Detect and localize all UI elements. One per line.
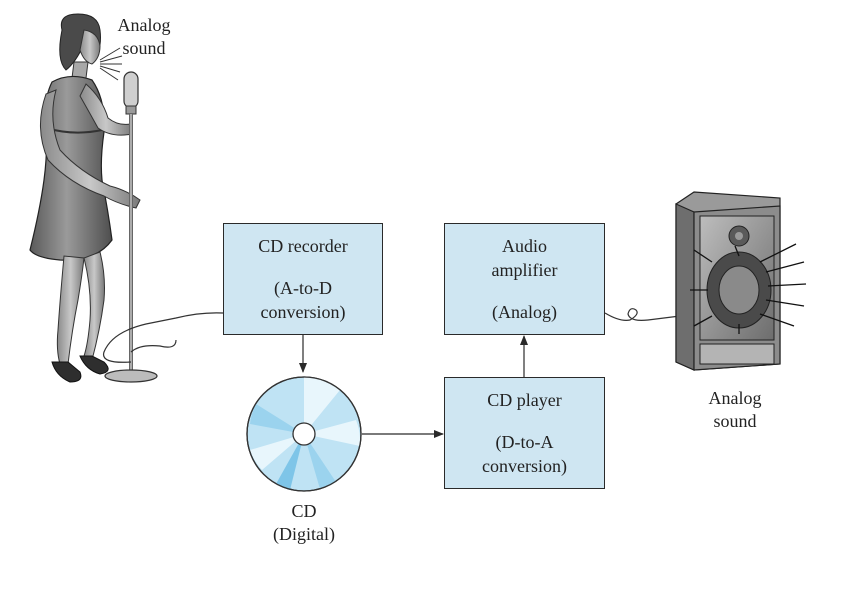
loudspeaker-icon — [675, 191, 807, 371]
cd-player-detail-line1: (D-to-A — [495, 432, 554, 452]
singer-sound-label-line2: sound — [122, 38, 166, 58]
microphone-icon — [104, 71, 158, 383]
cd-player-detail-line2: conversion) — [482, 456, 567, 476]
cd-recorder-detail-line2: conversion) — [260, 302, 346, 322]
cd-recorder-detail-line1: (A-to-D — [274, 278, 332, 298]
speaker-cable — [604, 308, 681, 321]
cd-label-line2: (Digital) — [273, 524, 335, 544]
speaker-sound-label: Analog sound — [695, 387, 775, 433]
cd-recorder-block: CD recorder (A-to-D conversion) — [223, 223, 383, 335]
singer-sound-label: Analog sound — [104, 14, 184, 60]
cd-player-title: CD player — [487, 390, 562, 410]
cd-label: CD (Digital) — [254, 500, 354, 546]
audio-amplifier-title-line2: amplifier — [491, 260, 558, 280]
cd-player-block: CD player (D-to-A conversion) — [444, 377, 605, 489]
sound-waves-icon — [99, 47, 123, 81]
singer-figure — [29, 13, 141, 383]
speaker-sound-label-line1: Analog — [708, 388, 762, 408]
audio-amplifier-block: Audio amplifier (Analog) — [444, 223, 605, 335]
compact-disc-icon — [246, 376, 362, 492]
audio-amplifier-detail: (Analog) — [492, 302, 557, 322]
singer-sound-label-line1: Analog — [117, 15, 171, 35]
cd-recorder-title: CD recorder — [258, 236, 348, 256]
cd-label-line1: CD — [291, 501, 317, 521]
mic-cable — [102, 312, 224, 363]
speaker-sound-label-line2: sound — [713, 411, 757, 431]
audio-amplifier-title-line1: Audio — [502, 236, 547, 256]
